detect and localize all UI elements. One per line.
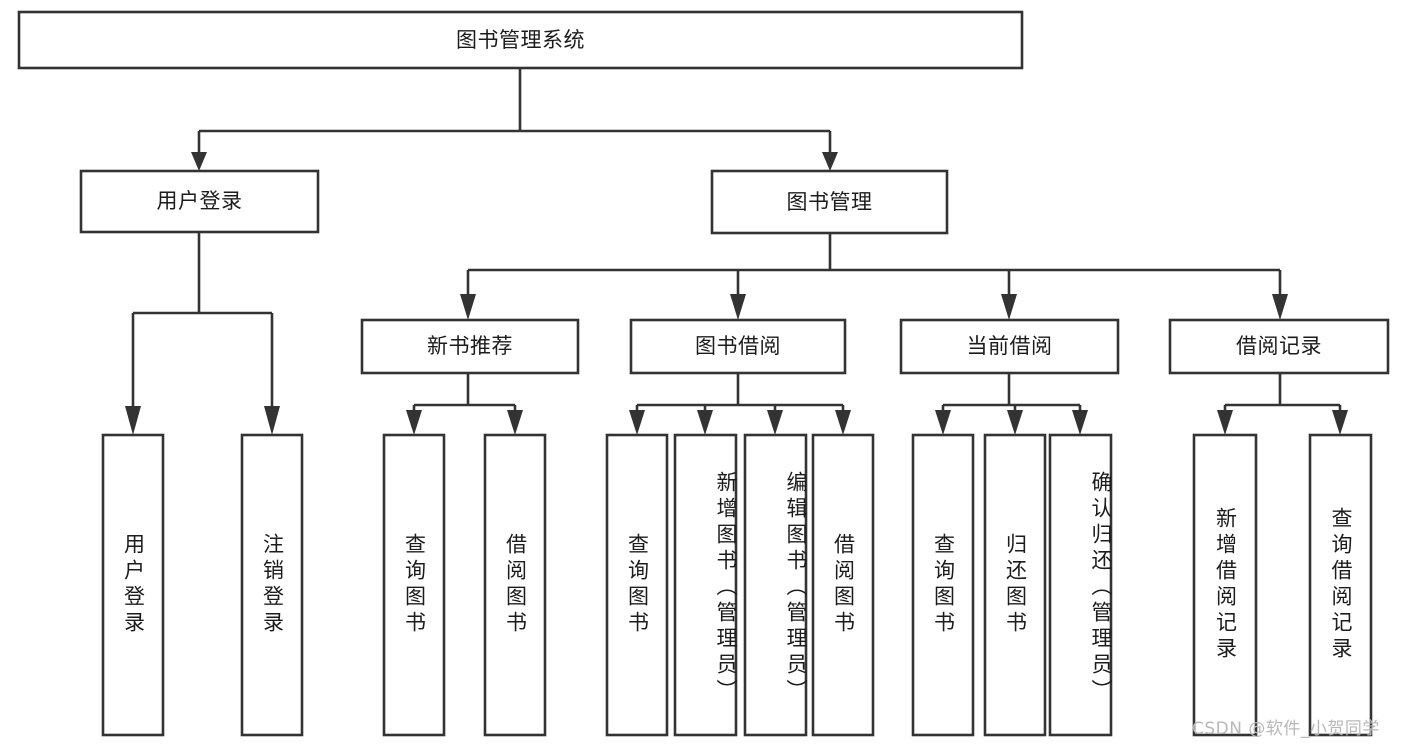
node-box-leaf-borrow-book-2[interactable] xyxy=(811,433,875,737)
node-box-user-login[interactable] xyxy=(79,169,320,234)
node-box-leaf-query-record[interactable] xyxy=(1308,433,1373,737)
node-box-leaf-edit-book[interactable] xyxy=(743,433,808,737)
csdn-watermark: CSDN @软件_小贺同学 xyxy=(1192,719,1380,739)
node-box-borrow-record[interactable] xyxy=(1168,318,1390,375)
arrow-head-leaf-confirm-return xyxy=(1072,410,1088,435)
arrow-head-leaf-borrow-book-2 xyxy=(835,410,851,435)
node-box-leaf-query-book-3[interactable] xyxy=(911,433,975,737)
arrow-head-new-book-rec xyxy=(460,294,476,320)
node-box-leaf-confirm-return[interactable] xyxy=(1048,433,1113,737)
node-box-book-borrow[interactable] xyxy=(629,318,847,375)
node-box-leaf-add-record[interactable] xyxy=(1192,433,1258,737)
connector-group-book-manage xyxy=(460,233,1288,320)
arrow-head-leaf-edit-book xyxy=(767,410,783,435)
arrow-head-leaf-user-login xyxy=(125,406,141,435)
node-box-leaf-logout[interactable] xyxy=(240,433,304,737)
arrow-head-book-borrow xyxy=(730,294,746,320)
node-box-leaf-add-book[interactable] xyxy=(673,433,738,737)
connector-group-new-book-rec xyxy=(406,373,523,435)
connector-group-user-login xyxy=(125,232,280,435)
arrow-head-leaf-add-book xyxy=(697,410,713,435)
arrow-head-leaf-query-book-2 xyxy=(629,410,645,435)
node-box-leaf-query-book-2[interactable] xyxy=(605,433,669,737)
connector-group-book-borrow xyxy=(629,373,851,435)
connector-group-borrow-record xyxy=(1217,373,1348,435)
arrow-head-current-borrow xyxy=(1001,294,1017,320)
arrow-head-book-manage xyxy=(822,152,838,171)
arrow-head-borrow-record xyxy=(1272,294,1288,320)
node-box-current-borrow[interactable] xyxy=(899,318,1120,375)
arrow-head-leaf-logout xyxy=(264,406,280,435)
node-box-leaf-query-book-1[interactable] xyxy=(382,433,446,737)
node-box-leaf-user-login[interactable] xyxy=(101,433,165,737)
node-box-leaf-borrow-book-1[interactable] xyxy=(483,433,547,737)
connector-group-root xyxy=(191,68,838,171)
arrow-head-leaf-borrow-book-1 xyxy=(507,410,523,435)
node-box-leaf-return-book[interactable] xyxy=(983,433,1047,737)
node-box-book-manage[interactable] xyxy=(710,169,949,235)
arrow-head-leaf-query-record xyxy=(1332,410,1348,435)
node-box-new-book-rec[interactable] xyxy=(360,318,580,375)
node-box-root[interactable] xyxy=(17,10,1024,70)
arrow-head-user-login xyxy=(191,152,207,171)
connector-group-current-borrow xyxy=(935,373,1088,435)
arrow-head-leaf-query-book-1 xyxy=(406,410,422,435)
arrow-head-leaf-query-book-3 xyxy=(935,410,951,435)
arrow-head-leaf-return-book xyxy=(1007,410,1023,435)
arrow-head-leaf-add-record xyxy=(1217,410,1233,435)
